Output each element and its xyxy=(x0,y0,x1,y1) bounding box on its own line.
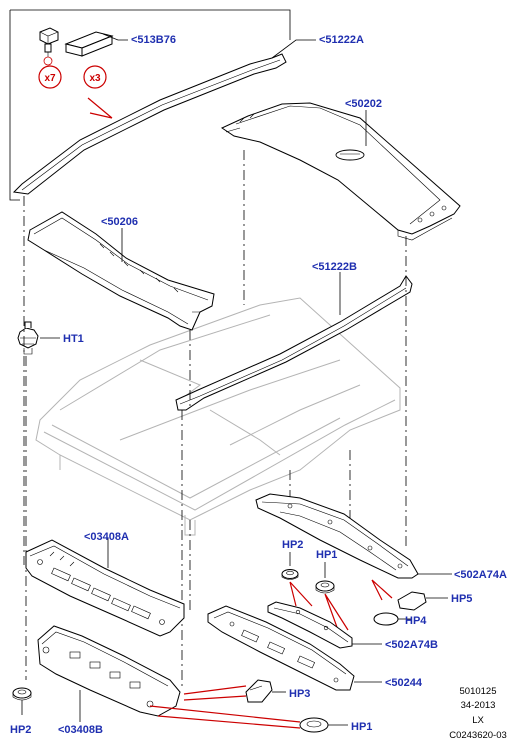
label-hp2-lower: HP2 xyxy=(10,724,31,736)
grommet-hp1-upper xyxy=(315,580,335,594)
pad-quantity-badge: x3 xyxy=(83,65,107,89)
grommet-hp2-upper xyxy=(281,569,299,580)
info-line-2: 34-2013 xyxy=(461,700,496,711)
alignment-lines xyxy=(23,150,407,690)
drawing-info-block: 5010125 34-2013 LX C0243620-03 xyxy=(449,686,507,741)
label-03408b: <03408B xyxy=(58,724,103,736)
grommet-hp4 xyxy=(373,612,399,626)
label-50244: <50244 xyxy=(385,677,423,689)
crossmember-502a74a xyxy=(255,493,419,579)
label-hp5: HP5 xyxy=(451,593,472,605)
info-line-4: C0243620-03 xyxy=(449,730,507,741)
rear-header-03408a xyxy=(25,539,185,637)
pad-hp5 xyxy=(397,591,427,611)
info-line-3: LX xyxy=(472,715,484,726)
pad-qty-text: x3 xyxy=(89,73,101,84)
label-hp4: HP4 xyxy=(405,615,427,627)
roof-strip-51222a xyxy=(12,53,287,195)
inset-frame xyxy=(9,9,291,201)
lower-header-03408b xyxy=(37,625,181,717)
crossmember-50244 xyxy=(207,605,355,691)
roof-strip-51222b xyxy=(175,275,413,411)
front-header-50206 xyxy=(27,211,215,331)
label-03408a: <03408A xyxy=(84,531,129,543)
label-51222b: <51222B xyxy=(312,261,357,273)
clip-quantity-badge: x7 xyxy=(38,65,62,89)
roof-panel-50202 xyxy=(220,102,461,241)
label-502a74b: <502A74B xyxy=(385,639,438,651)
pad-hp3 xyxy=(245,679,273,703)
crossmember-502a74b xyxy=(267,601,353,649)
vehicle-body-ghost xyxy=(35,297,401,536)
label-ht1: HT1 xyxy=(63,333,84,345)
label-502a74a: <502A74A xyxy=(454,569,507,581)
label-hp3: HP3 xyxy=(289,688,310,700)
label-hp2-upper: HP2 xyxy=(282,539,303,551)
grommet-hp1-lower xyxy=(299,717,329,733)
label-hp1-upper: HP1 xyxy=(316,549,337,561)
label-hp1-lower: HP1 xyxy=(351,721,372,733)
clip-qty-text: x7 xyxy=(44,73,56,84)
label-513b76: <513B76 xyxy=(131,34,176,46)
info-line-1: 5010125 xyxy=(460,686,497,697)
label-50206: <50206 xyxy=(101,216,138,228)
clip-part xyxy=(39,27,59,66)
grommet-hp2-lower xyxy=(12,687,32,701)
label-50202: <50202 xyxy=(345,98,382,110)
label-51222a: <51222A xyxy=(319,34,364,46)
screw-ht1 xyxy=(17,321,39,355)
pad-part xyxy=(64,31,114,57)
